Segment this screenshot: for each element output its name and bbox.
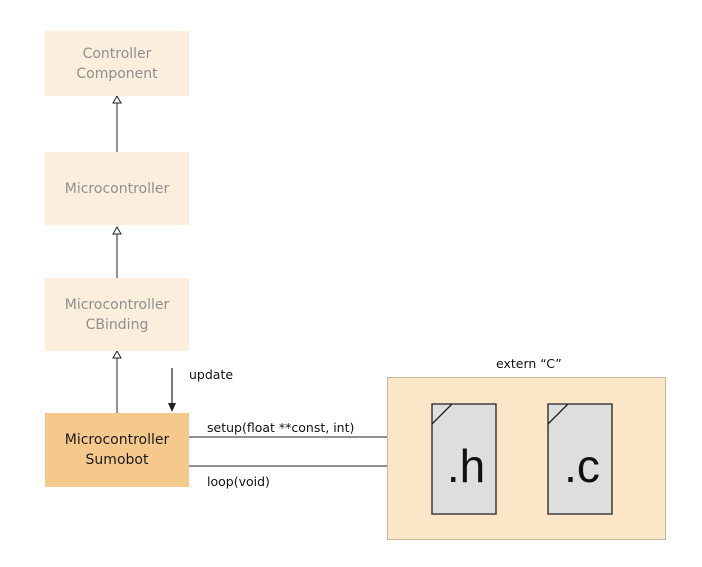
microcontroller-cbinding-box: Microcontroller CBinding [45,278,189,351]
source-file-label: .c [564,440,600,492]
header-file-label: .h [447,440,485,492]
setup-label: setup(float **const, int) [207,420,355,435]
update-arrowhead [168,403,176,412]
microcontroller-label: Microcontroller [64,180,170,197]
source-file-icon [547,403,613,515]
inheritance-arrowhead [112,94,122,104]
update-label: update [189,367,234,382]
microcontroller-sumobot-box: Microcontroller Sumobot [45,413,189,487]
microcontroller-sumobot-label: Microcontroller Sumobot [64,432,170,468]
loop-label: loop(void) [207,474,270,489]
controller-component-label: Controller Component [76,45,158,82]
microcontroller-cbinding-label: Microcontroller CBinding [64,296,170,333]
microcontroller-box: Microcontroller [45,152,189,225]
inheritance-arrowhead [112,349,122,359]
inheritance-arrowhead [112,225,122,235]
extern-c-label: extern “C” [496,356,562,371]
header-file-icon [431,403,497,515]
controller-component-box: Controller Component [45,31,189,96]
